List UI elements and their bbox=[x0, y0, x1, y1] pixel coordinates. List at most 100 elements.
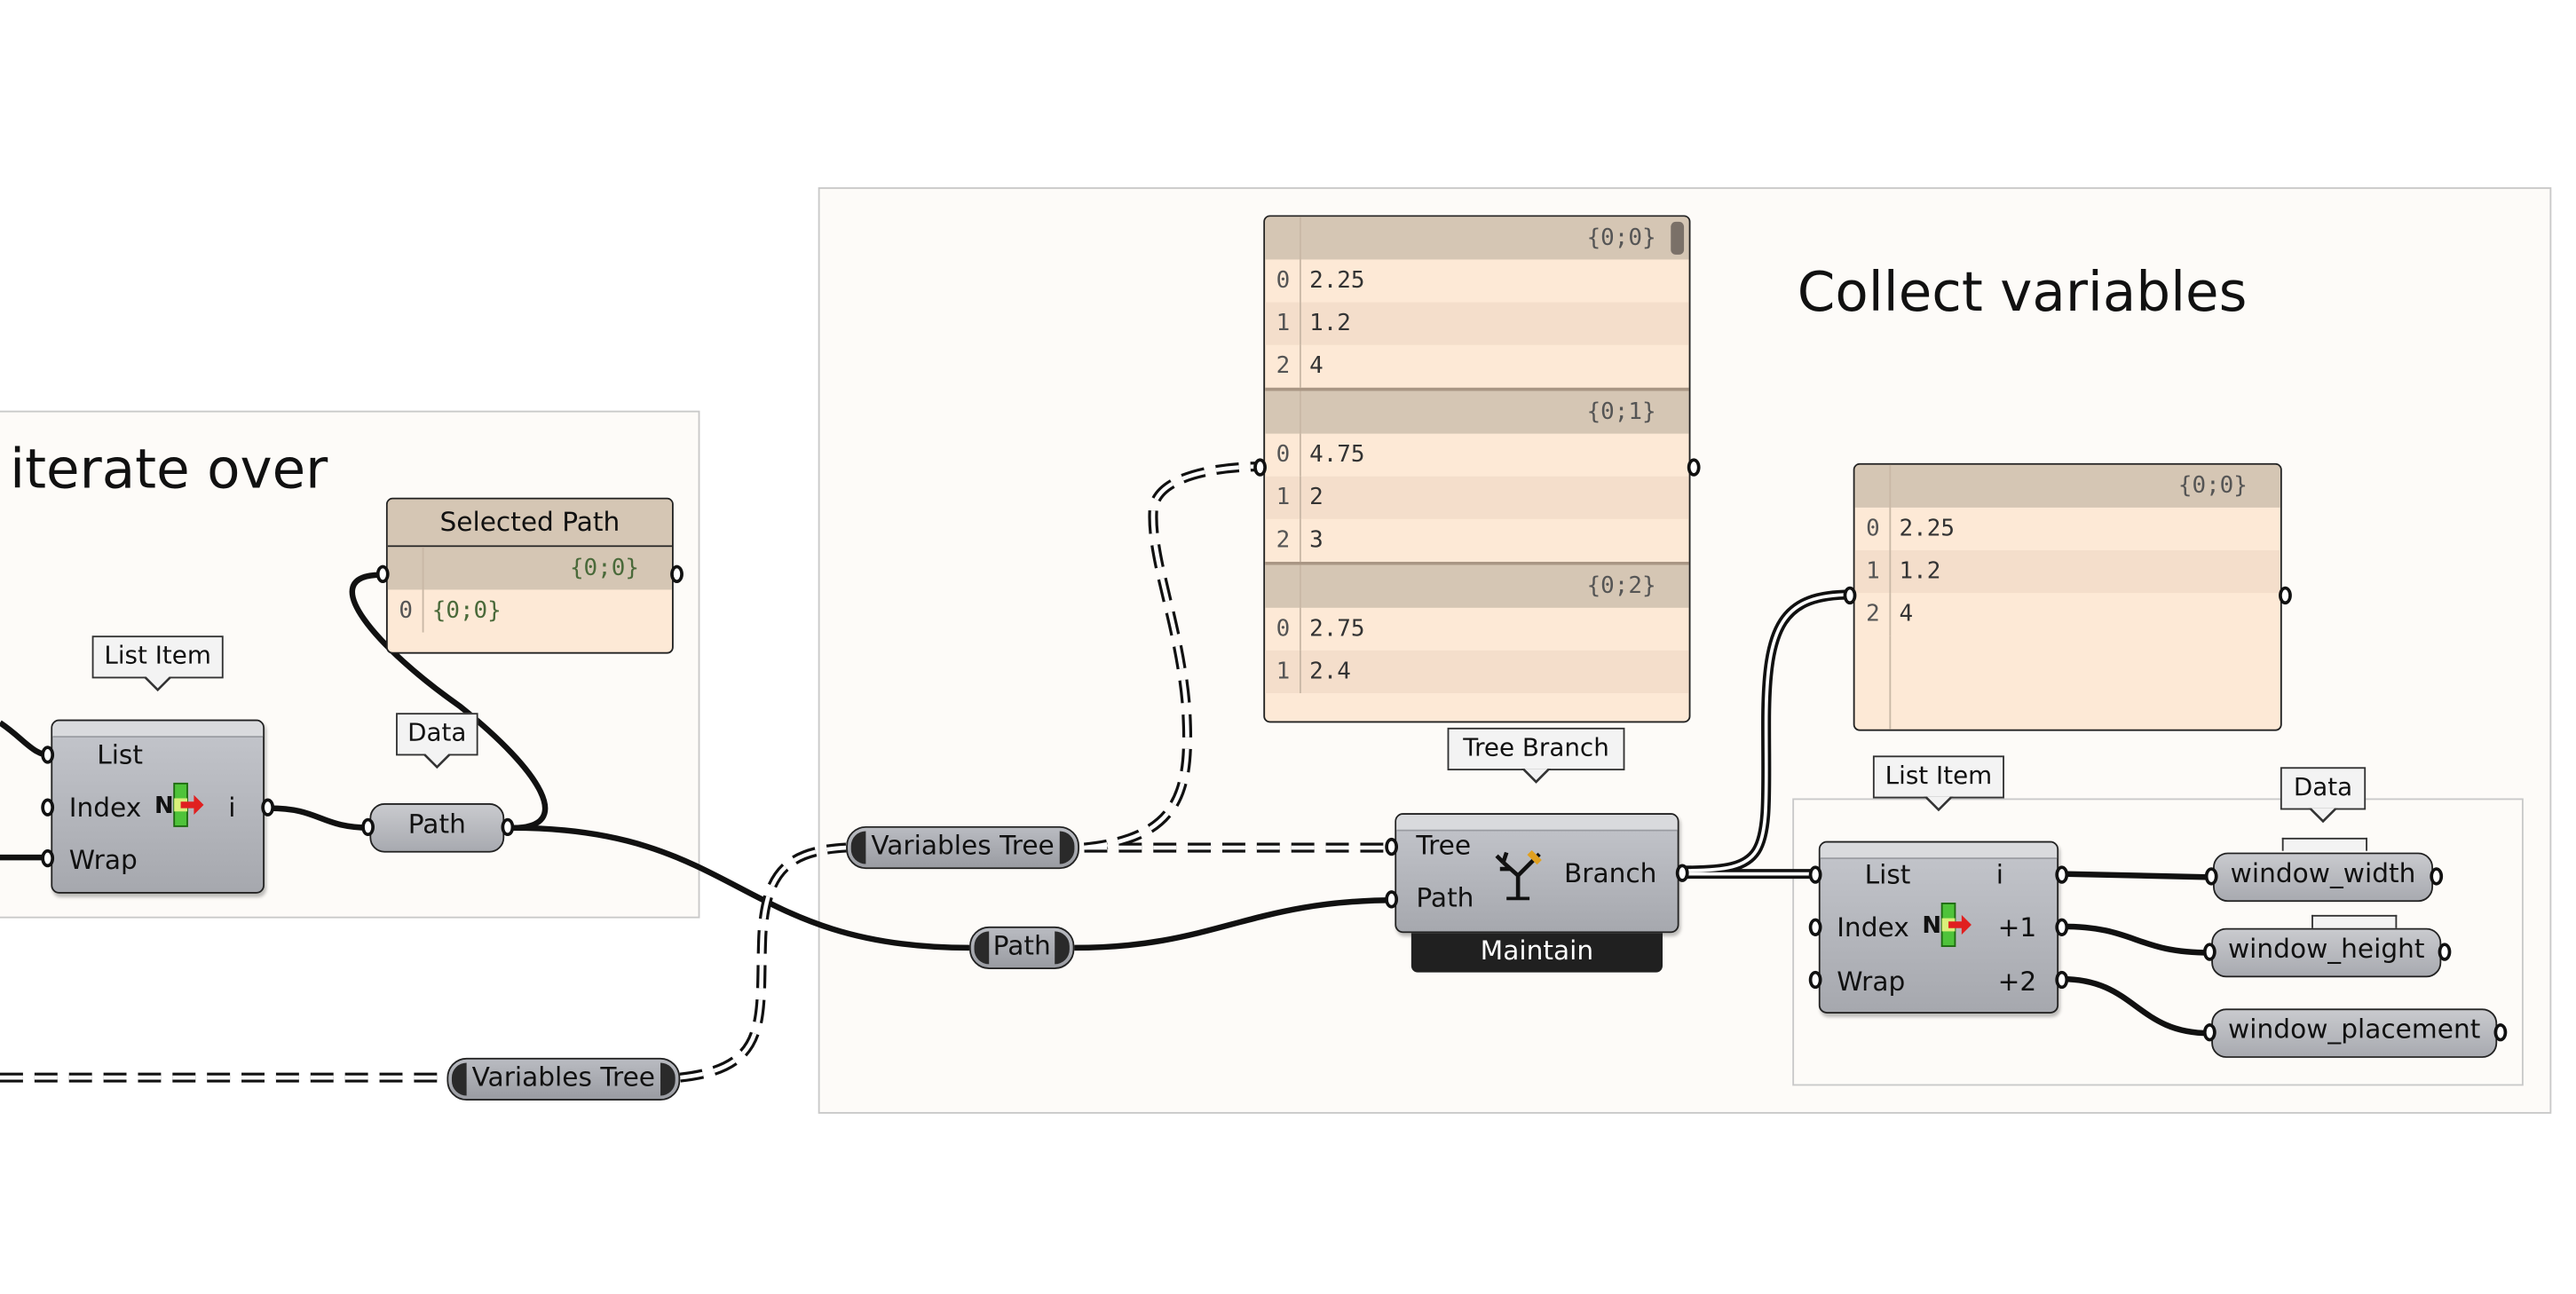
port-i-out-left[interactable] bbox=[261, 798, 275, 817]
branch-header: {0;2} bbox=[1265, 564, 1689, 608]
row-index: 1 bbox=[1276, 659, 1291, 685]
row-index: 2 bbox=[1276, 527, 1291, 554]
port-wrap-in-left[interactable] bbox=[41, 848, 55, 868]
port-branch-panel-out[interactable] bbox=[2279, 586, 2292, 605]
tooltip-list-item-left: List Item bbox=[91, 635, 224, 692]
port-list-in-right[interactable] bbox=[1808, 865, 1822, 884]
input-wrap: Wrap bbox=[68, 844, 138, 876]
relay-cap-left bbox=[850, 831, 866, 864]
tooltip-tree-branch: Tree Branch bbox=[1447, 727, 1625, 784]
port-i-out-right[interactable] bbox=[2055, 865, 2069, 884]
wire-vartree-bottom-to-top bbox=[679, 842, 847, 1083]
selected-path-panel[interactable]: Selected Path {0;0} 0 {0;0} bbox=[385, 497, 674, 654]
port-window-width-out[interactable] bbox=[2430, 867, 2444, 886]
row-index: 1 bbox=[1276, 484, 1291, 511]
row-value: 2.25 bbox=[1899, 516, 1955, 542]
stacked-tooltip-edge bbox=[2281, 837, 2368, 851]
wire-listitem-to-path bbox=[269, 805, 372, 832]
list-item-component-right[interactable]: List Index Wrap i +1 +2 N bbox=[1818, 840, 2059, 1014]
group-output-list[interactable] bbox=[1792, 798, 2524, 1086]
path-relay[interactable]: Path bbox=[968, 926, 1075, 969]
port-path-in[interactable] bbox=[361, 817, 375, 837]
wire-relay-to-treebranch bbox=[1074, 896, 1397, 951]
port-window-height-out[interactable] bbox=[2438, 943, 2452, 961]
row-value: 1.2 bbox=[1899, 558, 1941, 585]
port-plus1-out-right[interactable] bbox=[2055, 918, 2069, 936]
list-item-icon: N bbox=[154, 782, 204, 827]
tooltip-data-left: Data bbox=[396, 713, 478, 769]
port-window-placement-in[interactable] bbox=[2202, 1023, 2216, 1042]
port-index-in-left[interactable] bbox=[41, 798, 55, 817]
tooltip-data-right: Data bbox=[2280, 767, 2367, 824]
input-path: Path bbox=[1416, 881, 1474, 914]
output-plus1: +1 bbox=[1997, 911, 2037, 943]
relay-cap-right bbox=[1059, 831, 1075, 864]
panel-title: Selected Path bbox=[387, 499, 672, 548]
variables-tree-relay-top[interactable]: Variables Tree bbox=[846, 825, 1079, 870]
port-list-in-left[interactable] bbox=[41, 746, 55, 764]
port-path-out[interactable] bbox=[501, 817, 515, 837]
relay-label: Variables Tree bbox=[871, 829, 1055, 861]
port-tree-in[interactable] bbox=[1385, 837, 1399, 856]
port-path-in-treebranch[interactable] bbox=[1385, 890, 1399, 909]
port-window-width-in[interactable] bbox=[2204, 867, 2218, 886]
wire-vartree-to-bigpanel bbox=[1083, 462, 1262, 853]
wire-path-to-selected bbox=[349, 572, 549, 832]
wire-listitem-i bbox=[2061, 871, 2210, 880]
panel-row: 0 {0;0} bbox=[388, 589, 672, 633]
input-index: Index bbox=[68, 792, 142, 824]
maintain-flag[interactable]: Maintain bbox=[1410, 933, 1663, 973]
row-index: 0 bbox=[1276, 267, 1291, 295]
branch-header: {0;0} bbox=[1854, 464, 2280, 508]
group-title-iterate-over: iterate over bbox=[10, 437, 328, 501]
row-index: 0 bbox=[1866, 516, 1880, 542]
window-height-param[interactable]: window_height bbox=[2211, 927, 2442, 978]
port-window-height-in[interactable] bbox=[2202, 943, 2216, 961]
branch-header: {0;0} bbox=[1265, 217, 1689, 260]
list-item-component-left[interactable]: List Index Wrap i N bbox=[51, 719, 265, 894]
variables-tree-relay-bottom[interactable]: Variables Tree bbox=[446, 1057, 681, 1101]
row-value: 4 bbox=[1309, 352, 1324, 380]
path-param[interactable]: Path bbox=[369, 803, 505, 853]
svg-text:N: N bbox=[1922, 912, 1941, 939]
branch-path: {0;2} bbox=[1586, 572, 1656, 600]
port-index-in-right[interactable] bbox=[1808, 918, 1822, 936]
branch-separator bbox=[1265, 387, 1689, 391]
port-branch-panel-in[interactable] bbox=[1843, 586, 1857, 605]
window-width-param[interactable]: window_width bbox=[2213, 852, 2434, 903]
port-variables-panel-out[interactable] bbox=[1687, 458, 1701, 477]
row-index: 0 bbox=[399, 597, 413, 625]
branch-path: {0;0} bbox=[1586, 225, 1656, 252]
port-selected-path-out[interactable] bbox=[670, 564, 684, 584]
port-branch-out[interactable] bbox=[1675, 864, 1689, 882]
window-placement-param[interactable]: window_placement bbox=[2211, 1008, 2498, 1058]
input-tree: Tree bbox=[1416, 829, 1472, 861]
component-header bbox=[52, 721, 264, 738]
relay-cap-left bbox=[974, 931, 990, 965]
panel-scrollbar[interactable] bbox=[1671, 221, 1685, 255]
port-variables-panel-in[interactable] bbox=[1253, 458, 1267, 477]
tooltip-list-item-right: List Item bbox=[1872, 755, 2004, 812]
relay-label: Path bbox=[992, 929, 1051, 961]
port-selected-path-in[interactable] bbox=[375, 564, 390, 584]
row-index: 1 bbox=[1276, 310, 1291, 337]
port-window-placement-out[interactable] bbox=[2493, 1023, 2508, 1042]
group-title-collect-variables: Collect variables bbox=[1797, 259, 2248, 324]
output-i: i bbox=[228, 792, 236, 824]
input-index: Index bbox=[1837, 911, 1909, 943]
tree-branch-component[interactable]: Tree Path Branch bbox=[1395, 813, 1679, 934]
branch-header: {0;1} bbox=[1265, 391, 1689, 434]
row-value: 3 bbox=[1309, 527, 1324, 554]
port-plus2-out-right[interactable] bbox=[2055, 970, 2069, 990]
output-i: i bbox=[1995, 858, 2003, 891]
port-wrap-in-right[interactable] bbox=[1808, 970, 1822, 990]
row-index: 2 bbox=[1276, 352, 1291, 380]
